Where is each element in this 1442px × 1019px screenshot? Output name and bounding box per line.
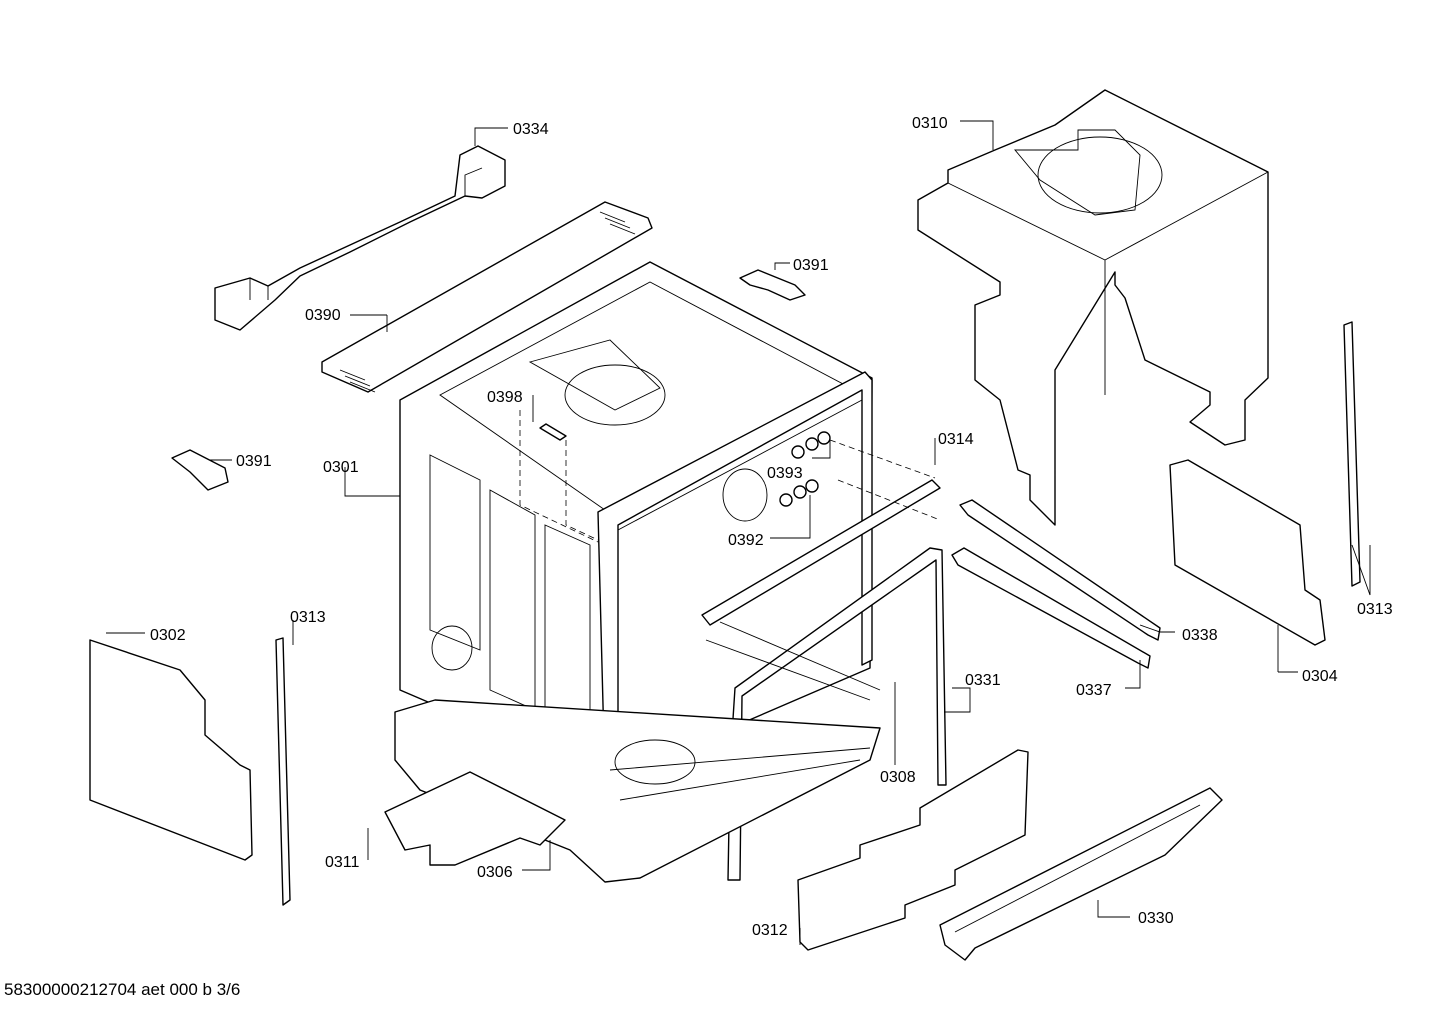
label-0398: 0398 <box>487 389 523 406</box>
label-0338: 0338 <box>1182 627 1218 644</box>
label-0312: 0312 <box>752 922 788 939</box>
part-0313-strip-right <box>1343 321 1361 587</box>
label-0301: 0301 <box>323 459 359 476</box>
part-0314-seal <box>701 439 941 626</box>
label-0391-right: 0391 <box>793 257 829 274</box>
part-0330-base-profile <box>939 787 1223 961</box>
part-0304-side-panel <box>1169 459 1326 646</box>
part-0393-screws <box>791 431 831 459</box>
part-0331-frame-seal <box>727 547 947 881</box>
label-0391-left: 0391 <box>236 453 272 470</box>
part-0311-foam <box>384 771 566 866</box>
part-0313-strip-left <box>275 637 291 906</box>
label-0334: 0334 <box>513 121 549 138</box>
label-0392: 0392 <box>728 532 764 549</box>
part-0391-clip-left <box>171 449 229 491</box>
label-0314: 0314 <box>938 431 974 448</box>
label-0306: 0306 <box>477 864 513 881</box>
label-0390: 0390 <box>305 307 341 324</box>
part-0337-rail <box>951 547 1151 669</box>
label-0313-right: 0313 <box>1357 601 1393 618</box>
label-0302: 0302 <box>150 627 186 644</box>
part-0338-rail <box>959 499 1161 641</box>
part-0392-screws <box>779 479 819 507</box>
part-0312-plinth-foam <box>797 749 1029 951</box>
label-0331: 0331 <box>965 672 1001 689</box>
part-0308-rail <box>705 621 881 701</box>
label-0337: 0337 <box>1076 682 1112 699</box>
label-0308: 0308 <box>880 769 916 786</box>
part-0334-rail <box>214 145 506 331</box>
part-0310-insulation-top <box>917 89 1269 526</box>
label-0330: 0330 <box>1138 910 1174 927</box>
part-0306-base-tray <box>394 699 881 883</box>
part-0301-tub-body <box>399 261 873 783</box>
label-0311: 0311 <box>325 854 360 871</box>
label-0313-left: 0313 <box>290 609 326 626</box>
label-0310: 0310 <box>912 115 948 132</box>
label-0393: 0393 <box>767 465 803 482</box>
leader-lines <box>106 120 1371 945</box>
drawing-number: 58300000212704 aet 000 b 3/6 <box>4 980 241 999</box>
part-0398-bracket <box>519 410 599 543</box>
label-0304: 0304 <box>1302 668 1338 685</box>
part-0302-side-panel <box>89 639 253 861</box>
part-0390-top-plate <box>321 201 653 393</box>
part-0391-clip-right <box>739 269 806 301</box>
